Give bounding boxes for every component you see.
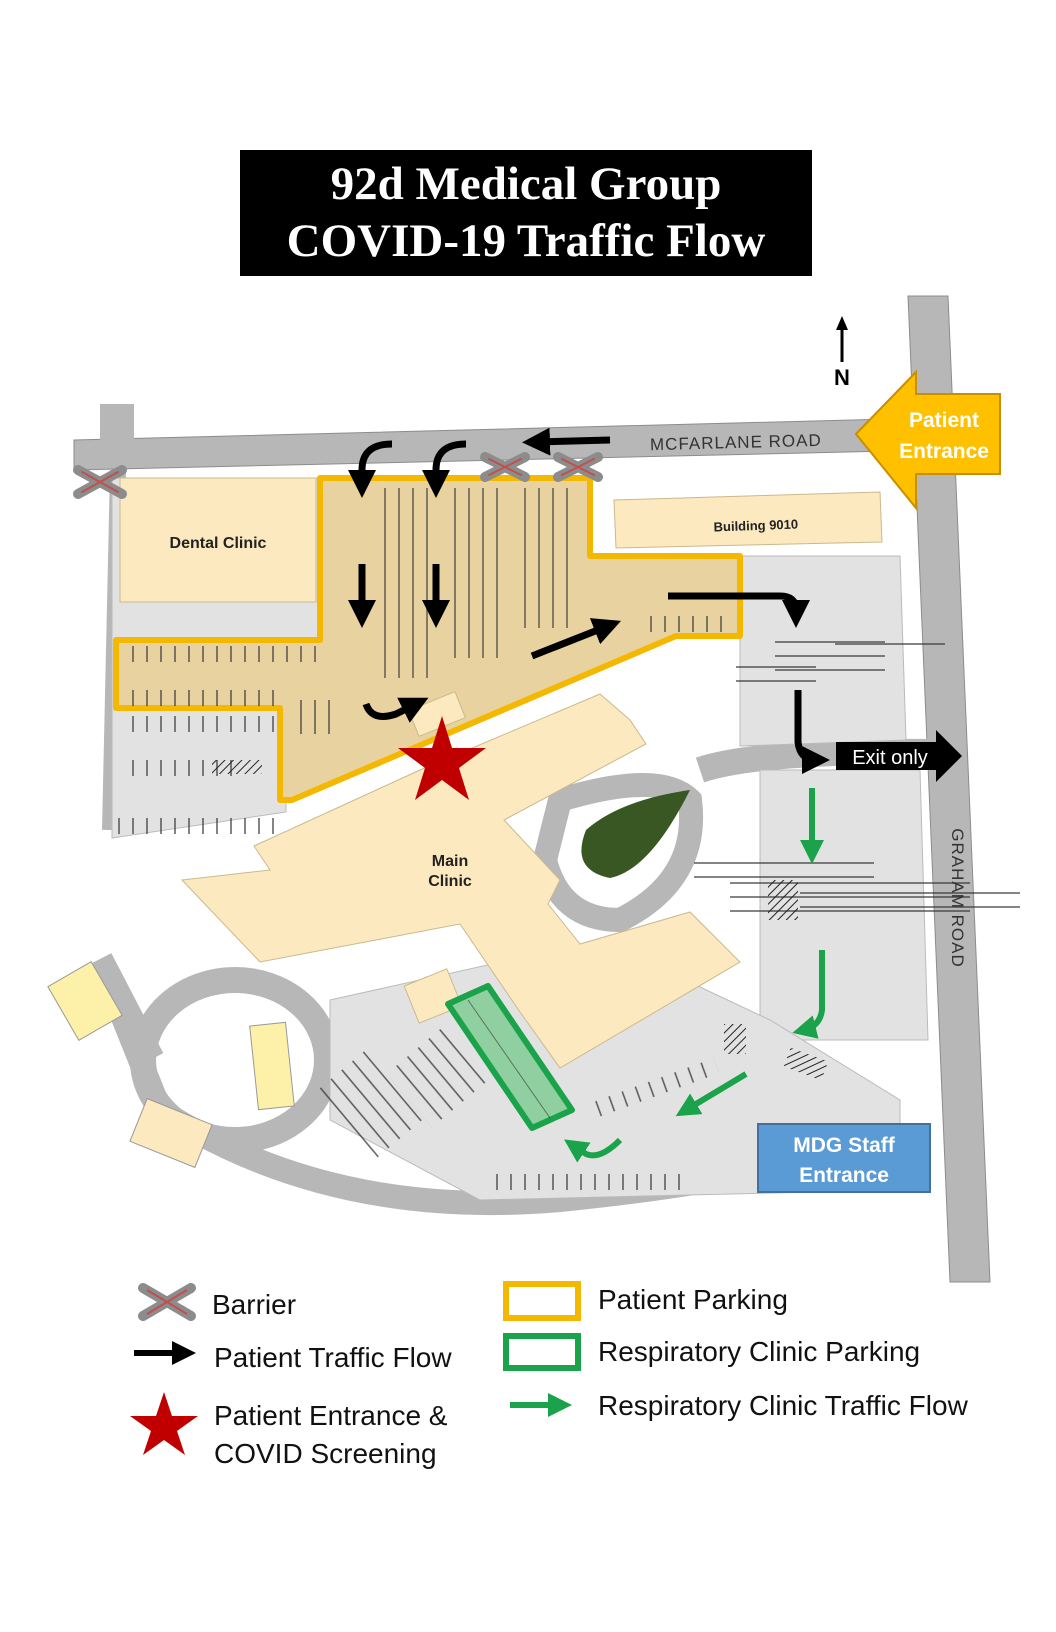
dental-clinic-label: Dental Clinic	[170, 535, 267, 552]
legend-entrance-line1: Patient Entrance &	[214, 1400, 448, 1431]
red-star-icon	[130, 1392, 198, 1455]
patient-traffic-arrows	[348, 427, 830, 774]
hatched-areas	[212, 760, 829, 1081]
legend-symbols	[130, 1281, 581, 1455]
legend-resp-flow: Respiratory Clinic Traffic Flow	[598, 1390, 968, 1421]
title-line-2: COVID-19 Traffic Flow	[286, 215, 766, 267]
svg-text:Patient: Patient	[909, 409, 979, 432]
lot-stalls	[116, 633, 1020, 1190]
yellow-box-icon	[503, 1281, 581, 1321]
main-clinic-building	[180, 693, 741, 1069]
pond	[581, 790, 690, 878]
green-box-icon	[503, 1333, 581, 1371]
buildings	[47, 477, 883, 1169]
svg-text:Exit only: Exit only	[852, 747, 928, 769]
dental-clinic-building	[119, 477, 317, 603]
legend-entrance-line2: COVID Screening	[214, 1438, 437, 1469]
north-label: N	[834, 365, 850, 390]
svg-text:MDG Staff: MDG Staff	[793, 1134, 896, 1157]
legend-patient-parking: Patient Parking	[598, 1284, 788, 1315]
staff-entrance-sign: MDG Staff Entrance	[757, 1123, 931, 1193]
building-9010-label: Building 9010	[713, 517, 798, 535]
barrier-icon	[73, 465, 127, 499]
svg-text:Entrance: Entrance	[799, 1164, 889, 1187]
respiratory-clinic-parking	[445, 983, 575, 1131]
legend-patient-flow: Patient Traffic Flow	[214, 1342, 452, 1373]
screening-star-icon	[398, 716, 486, 800]
graham-road-label: GRAHAM ROAD	[948, 828, 967, 967]
respiratory-traffic-arrows	[564, 788, 825, 1163]
title-line-1: 92d Medical Group	[330, 158, 722, 210]
building-9010	[613, 491, 883, 549]
main-clinic-label-1: Main	[432, 853, 468, 870]
patient-parking-area	[113, 475, 743, 803]
mcfarlane-road-label: MCFARLANE ROAD	[650, 431, 822, 454]
svg-text:Entrance: Entrance	[899, 440, 989, 463]
north-arrow: N	[834, 316, 850, 390]
patient-entrance-sign: Patient Entrance	[854, 369, 1001, 511]
barriers	[73, 452, 603, 499]
exit-only-sign: Exit only	[836, 730, 962, 782]
main-clinic-label-2: Clinic	[428, 873, 472, 890]
barrier-icon	[138, 1283, 196, 1321]
map-title: 92d Medical Group COVID-19 Traffic Flow	[240, 150, 812, 276]
legend-barrier: Barrier	[212, 1289, 297, 1320]
barrier-icon	[553, 452, 603, 482]
barrier-icon	[480, 452, 530, 482]
legend-resp-parking: Respiratory Clinic Parking	[598, 1336, 921, 1367]
